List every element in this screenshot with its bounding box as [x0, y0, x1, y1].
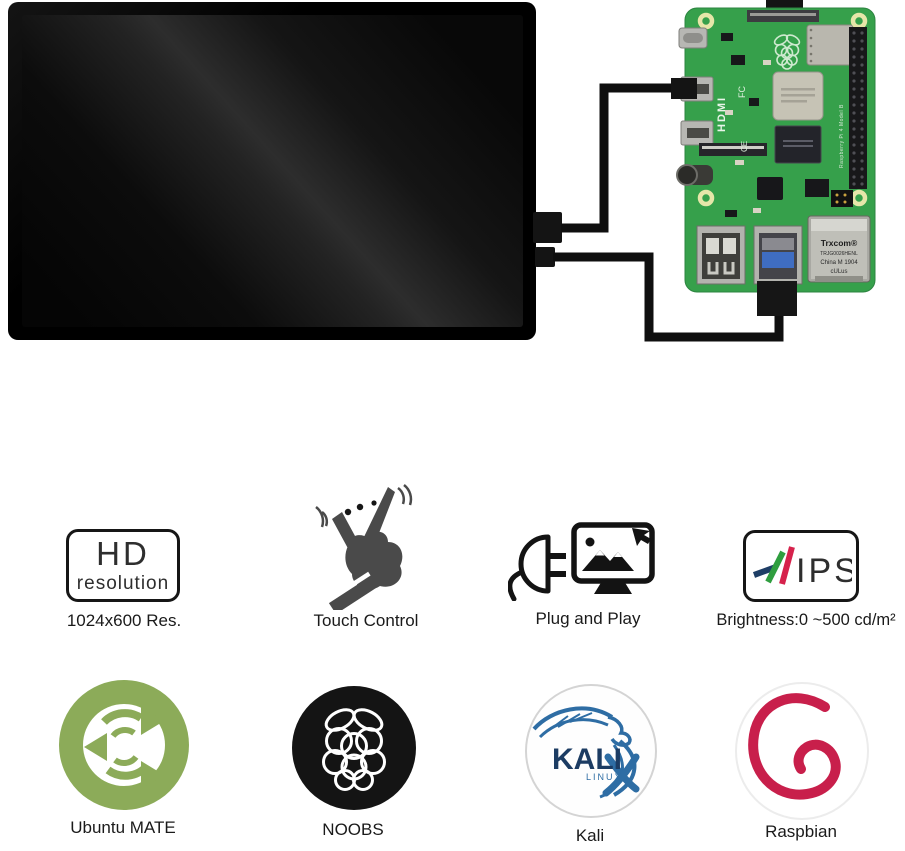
- noobs-logo: [292, 686, 416, 810]
- small-components: [721, 33, 771, 217]
- raspberry-logo: [773, 34, 801, 70]
- kali-logo: KALI LINUX: [525, 684, 657, 818]
- camera-connector: [699, 143, 767, 156]
- raspberry-outline: [322, 708, 386, 791]
- plug-cord: [508, 569, 525, 601]
- raspbian-logo: [735, 682, 869, 820]
- kali-circle: [525, 684, 657, 818]
- kali-dragon: [532, 706, 640, 799]
- hdmi-plug: [671, 78, 697, 99]
- ethernet-port: Trxcom® TRJG0026HENL China M 1904 cULus: [807, 215, 871, 283]
- poe-pins: [835, 193, 847, 204]
- wifi-module: [806, 24, 854, 66]
- soc-markings: [781, 88, 815, 103]
- hdmi-silkscreen-label: HDMI: [716, 96, 728, 132]
- display-port-pins: [750, 13, 816, 16]
- ips-badge: IPS: [743, 530, 859, 602]
- tap-arcs: [315, 484, 413, 528]
- caption-ubuntu-mate: Ubuntu MATE: [70, 818, 176, 837]
- noobs-circle: [292, 686, 416, 810]
- hd-badge-title: HD: [96, 534, 150, 572]
- poe-header: [831, 190, 853, 207]
- ethernet-label-1: Trxcom®: [821, 238, 858, 248]
- ethernet-label-3: China M 1904: [820, 260, 858, 266]
- display-ribbon: [766, 0, 803, 11]
- display-screen: [22, 15, 523, 327]
- ram-chip: [774, 125, 822, 164]
- ubuntu-mate-logo: [59, 680, 189, 810]
- audio-jack-barrel: [676, 164, 698, 186]
- micro-hdmi-slot-1: [687, 84, 709, 94]
- ips-red-bar: [779, 546, 795, 585]
- display-connector-small: [535, 247, 555, 267]
- caption-hd-resolution: 1024x600 Res.: [66, 611, 182, 630]
- plug-prong-2: [550, 571, 566, 577]
- usb2-tongue-2: [723, 238, 736, 254]
- touch-control-icon: [315, 484, 413, 610]
- debian-swirl: [748, 693, 841, 800]
- usb-controller-chip: [805, 179, 829, 197]
- mountains-icon: [582, 550, 634, 571]
- hd-badge-subtitle: resolution: [76, 572, 170, 594]
- gpio-pins: [852, 31, 864, 186]
- caption-plug-and-play: Plug and Play: [535, 609, 641, 628]
- ram-markings: [783, 140, 813, 147]
- ethernet-label-2: TRJG0026HENL: [820, 251, 858, 257]
- usb3-blue-tongue: [762, 252, 794, 268]
- monitor: [571, 522, 655, 594]
- mountain-caps: [595, 550, 622, 557]
- mate-emblem-triangles: [84, 707, 164, 789]
- usb3-shell: [762, 238, 794, 250]
- caption-noobs: NOOBS: [322, 820, 384, 839]
- caption-brightness: Brightness:0 ~500 cd/m²: [716, 611, 896, 629]
- camera-connector-pins: [702, 146, 764, 149]
- usb-plug: [757, 281, 797, 316]
- display-connector-large: [533, 212, 562, 243]
- cuff: [326, 571, 378, 610]
- plug-and-play-icon: [508, 522, 655, 601]
- touchscreen-display: [8, 2, 536, 340]
- monitor-stand: [594, 581, 632, 594]
- caption-touch-control: Touch Control: [313, 611, 419, 630]
- tap-dots: [344, 500, 377, 516]
- plug-body: [518, 534, 551, 594]
- usb2-tongue-1: [706, 238, 719, 254]
- kali-wordmark: KALI: [552, 743, 622, 776]
- ips-badge-text: IPS: [796, 552, 852, 590]
- hd-resolution-badge: HD resolution: [66, 529, 180, 602]
- usb-cable: [553, 252, 784, 342]
- raspberry-pi-board: HDMI FC CE Raspberry Pi 4 Model B Trxcom…: [671, 0, 876, 316]
- hdmi-cable: [561, 83, 676, 233]
- ips-badge-graphic: IPS: [752, 546, 852, 590]
- cable-diagram: [533, 83, 784, 342]
- gpio-header: [849, 27, 867, 189]
- caption-kali: Kali: [575, 826, 605, 845]
- model-label: Raspberry Pi 4 Model B: [839, 104, 845, 168]
- hand: [332, 487, 403, 590]
- fcc-mark: FC: [737, 86, 747, 98]
- power-chip: [757, 177, 783, 200]
- usbc-slot: [683, 33, 703, 43]
- wifi-module-dots: [809, 28, 813, 63]
- cursor-icon: [632, 528, 651, 546]
- ethernet-label-4: cULus: [830, 269, 847, 275]
- caption-raspbian: Raspbian: [765, 822, 837, 841]
- usb2-contacts: [707, 262, 735, 275]
- ips-green-bar: [765, 550, 786, 584]
- plug-prong-1: [550, 553, 566, 559]
- sun-icon: [585, 537, 595, 547]
- micro-hdmi-slot-2: [687, 128, 709, 138]
- kali-linux-subtext: LINUX: [586, 772, 623, 782]
- ce-mark: CE: [740, 141, 749, 152]
